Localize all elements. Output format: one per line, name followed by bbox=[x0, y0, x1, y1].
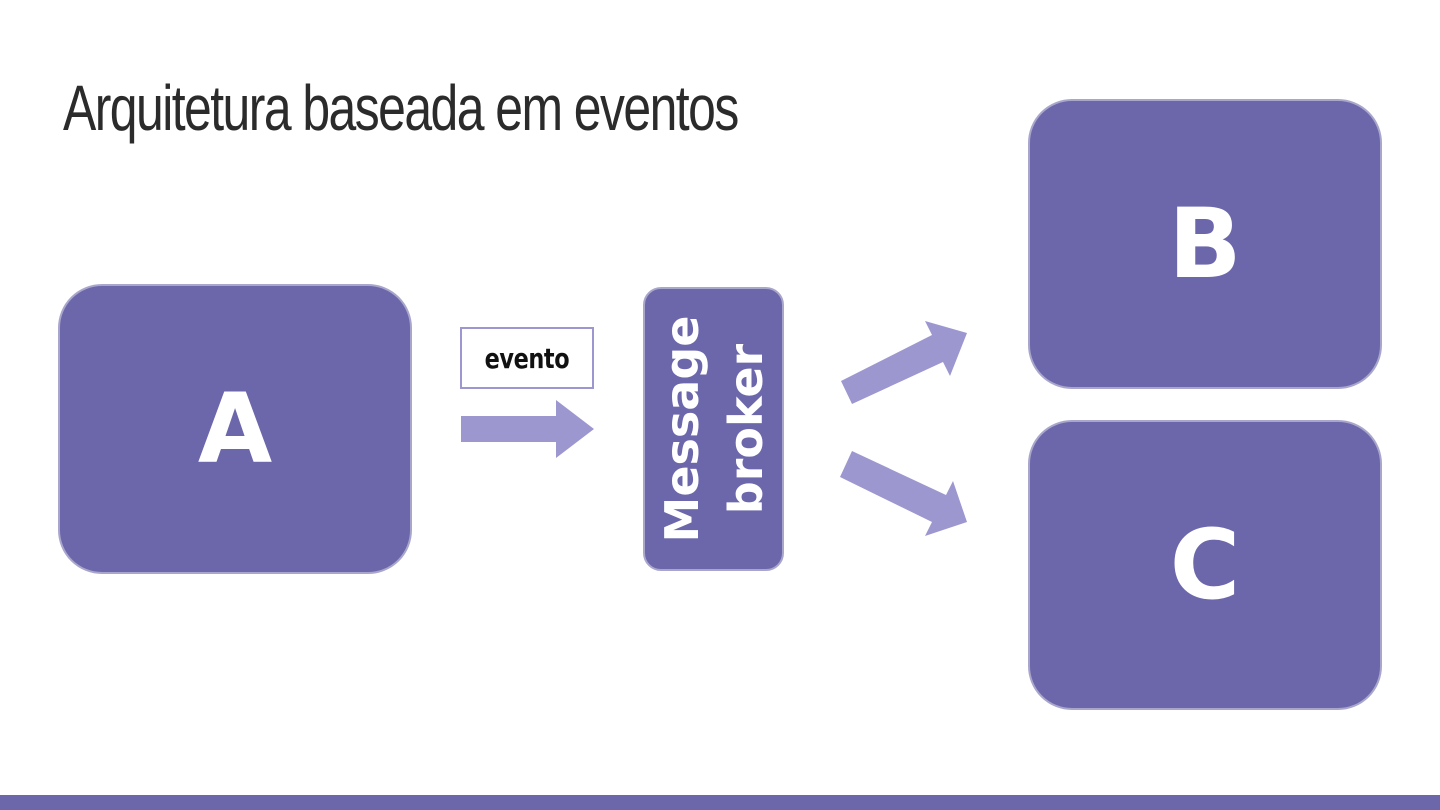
consumer-b-box: B bbox=[1028, 99, 1382, 389]
arrow-broker-to-b bbox=[841, 321, 967, 404]
consumer-b-label: B bbox=[1168, 188, 1242, 300]
arrow-broker-to-c bbox=[840, 451, 967, 536]
event-label-box: evento bbox=[460, 327, 594, 389]
consumer-c-label: C bbox=[1169, 509, 1241, 621]
consumer-c-box: C bbox=[1028, 420, 1382, 710]
slide-title: Arquitetura baseada em eventos bbox=[63, 72, 739, 144]
event-label-text: evento bbox=[484, 341, 570, 375]
producer-a-label: A bbox=[197, 373, 273, 485]
message-broker-box: Message broker bbox=[643, 287, 784, 571]
producer-a-box: A bbox=[58, 284, 412, 574]
arrow-a-to-broker bbox=[461, 400, 594, 458]
bottom-accent-bar bbox=[0, 795, 1440, 810]
